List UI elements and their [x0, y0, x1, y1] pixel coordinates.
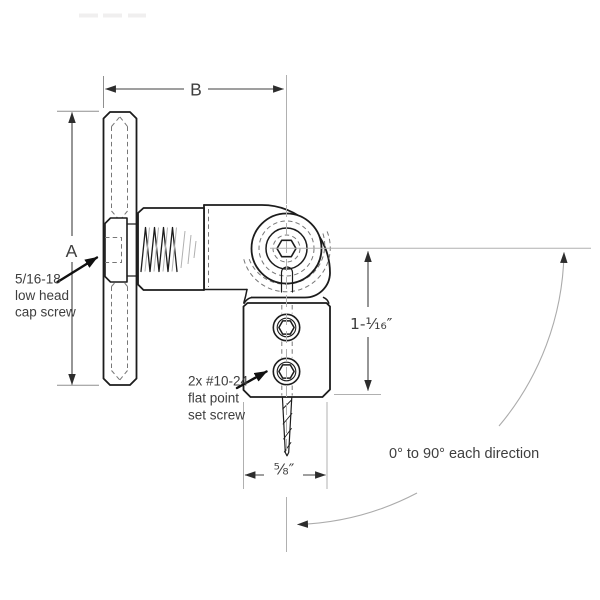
cap-screw-note-line2: low head	[15, 288, 69, 303]
dimension-width-label: ⁵⁄₈″	[274, 461, 295, 479]
set-screw-hex-icon	[278, 320, 295, 335]
thread-root-lines	[144, 227, 177, 272]
centerlines	[243, 75, 591, 552]
extension-lines	[57, 76, 104, 386]
thread-runout	[180, 230, 197, 269]
rotation-range-note: 0° to 90° each direction	[389, 446, 539, 462]
cap-screw-shank	[126, 223, 139, 277]
faint-watermark	[79, 13, 146, 18]
rotation-arc: 0° to 90° each direction	[296, 251, 568, 528]
plate-hidden-lines-bottom	[111, 276, 128, 381]
dimension-b-label: B	[190, 80, 202, 100]
dimension-a-label: A	[66, 241, 78, 261]
plate-hidden-lines-top	[111, 116, 128, 221]
set-screw-note-line2: flat point	[188, 391, 239, 406]
dimension-height-label: 1-¹⁄₁₆″	[350, 315, 393, 333]
cap-screw-head	[104, 217, 139, 283]
set-screw-leader-arrow	[235, 370, 268, 390]
set-screw-hex-icon	[278, 364, 295, 379]
cap-screw-socket-hidden	[105, 237, 122, 263]
cap-screw-note-line1: 5/16-18	[15, 272, 61, 287]
housing-hidden-arc-inner	[248, 230, 326, 285]
set-screw-note-line3: set screw	[188, 408, 245, 423]
dimension-height: 1-¹⁄₁₆″	[350, 250, 393, 392]
dimension-a: A	[66, 111, 78, 386]
threaded-stud	[137, 207, 205, 291]
cap-screw-leader-arrow	[56, 256, 99, 284]
set-screw-callout: 2x #10-24 flat point set screw	[188, 370, 268, 423]
dimension-b: B	[104, 80, 285, 100]
cap-screw-note-line3: cap screw	[15, 305, 76, 320]
cap-screw-callout: 5/16-18 low head cap screw	[15, 256, 99, 320]
rod-bore-hidden	[281, 305, 293, 396]
wire-strand-hatching	[282, 399, 293, 453]
wire-rope	[281, 396, 293, 457]
thread-profile	[140, 226, 178, 273]
set-screw-note-line1: 2x #10-24	[188, 374, 249, 389]
housing-hidden-arc-outer	[243, 230, 331, 293]
dimension-width: ⁵⁄₈″	[244, 461, 327, 479]
